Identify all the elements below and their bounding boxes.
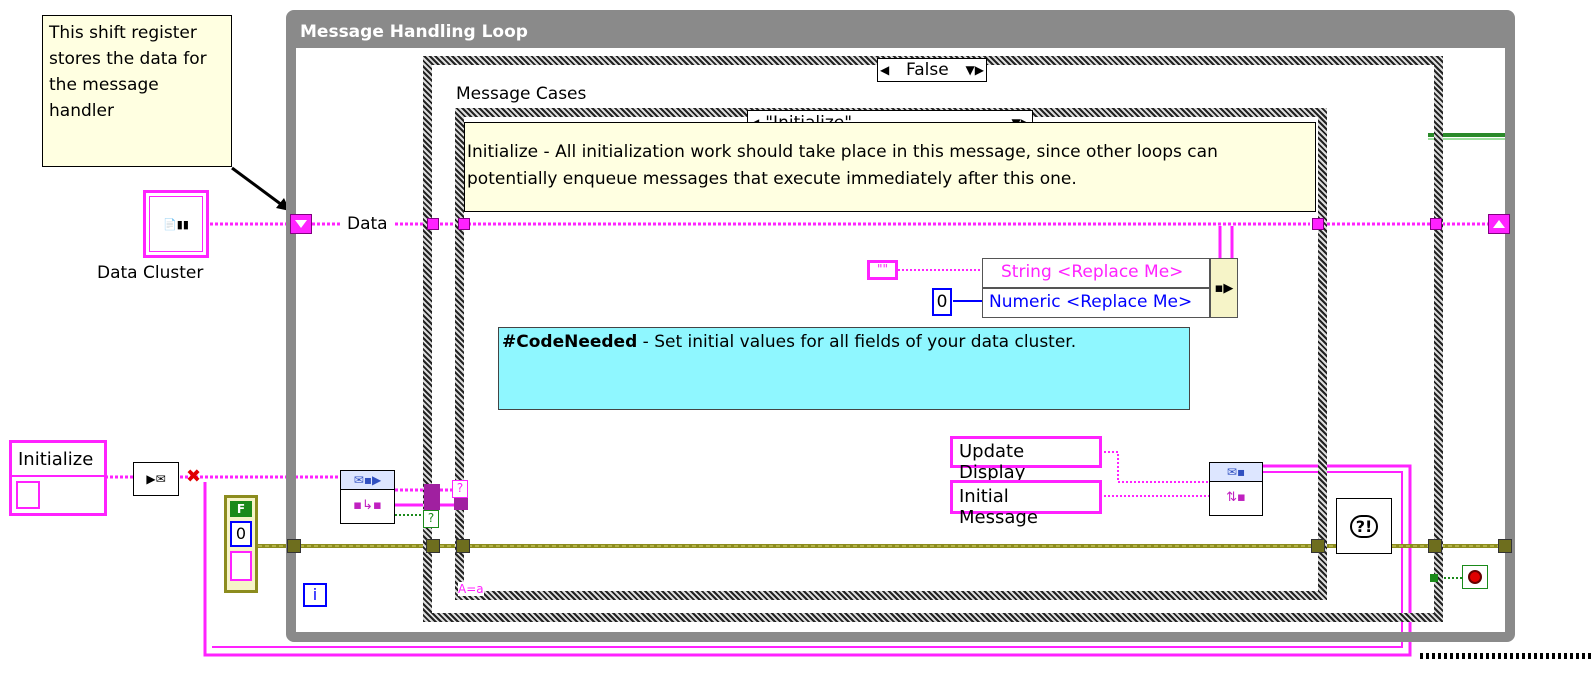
error-cluster-constant[interactable]: F 0	[224, 495, 258, 593]
clear-error-icon: ✖	[186, 466, 202, 487]
envelope-icon: ✉▪▶	[341, 471, 394, 490]
data-tunnel-outer-left	[427, 218, 439, 230]
message-tunnel	[424, 484, 440, 510]
decrement-icon[interactable]: ◀	[880, 63, 890, 77]
error-tunnel-case-right	[1428, 539, 1442, 553]
error-tunnel-case-left	[426, 539, 440, 553]
outer-case-selector[interactable]: ◀ False ▼▶	[877, 58, 987, 82]
iteration-terminal: i	[303, 583, 327, 607]
error-tunnel-inner-left	[456, 539, 470, 553]
cluster-icon: 📄▮▮	[149, 196, 203, 252]
dequeue-icon: ▪↳▪	[353, 498, 382, 513]
loop-title: Message Handling Loop	[300, 22, 528, 42]
error-tunnel-loop-right	[1498, 539, 1512, 553]
shift-register-note: This shift register stores the data for …	[42, 15, 232, 167]
message-handling-loop[interactable]	[286, 10, 1515, 642]
dequeue-message-vi[interactable]: ✉▪▶ ▪↳▪	[340, 470, 395, 524]
bundle-node[interactable]: ▪▶	[1210, 258, 1238, 318]
initialize-array-constant[interactable]: Initialize	[9, 440, 107, 516]
initialize-value: Initialize	[12, 443, 104, 477]
boolean-node	[1430, 574, 1438, 582]
data-tunnel-inner-left	[458, 218, 470, 230]
numeric-zero-constant[interactable]: 0	[932, 288, 952, 316]
code-needed-text: - Set initial values for all fields of y…	[637, 332, 1077, 352]
data-tunnel-outer-right	[1430, 218, 1442, 230]
message-cases-label: Message Cases	[456, 84, 587, 104]
data-cluster-label: Data Cluster	[97, 263, 204, 283]
error-code-constant: 0	[230, 521, 252, 547]
data-cluster-constant[interactable]: 📄▮▮	[143, 190, 209, 258]
error-source-constant	[230, 551, 252, 581]
up-arrow-icon	[1493, 220, 1505, 228]
empty-string-constant[interactable]: ""	[867, 260, 898, 280]
question-tunnel-green: ?	[423, 510, 439, 528]
initial-message-constant[interactable]: Initial Message	[950, 480, 1102, 528]
false-constant: F	[230, 501, 252, 517]
outer-case-value: False	[906, 60, 949, 80]
data-wire-label: Data	[345, 214, 390, 234]
bundle-string-field[interactable]: String <Replace Me>	[982, 258, 1210, 288]
error-tunnel-loop-left	[287, 539, 301, 553]
code-needed-tag: #CodeNeeded	[502, 332, 638, 352]
error-message-icon: ?!	[1349, 514, 1379, 538]
envelope-icon: ✉▪	[1210, 463, 1262, 482]
bundle-numeric-field[interactable]: Numeric <Replace Me>	[982, 288, 1210, 318]
stop-icon	[1468, 570, 1482, 584]
dropdown-icon[interactable]: ▼▶	[965, 63, 984, 77]
case-label-a: A=a	[458, 582, 484, 596]
enqueue-message-vi[interactable]: ✉▪ ⇅▪	[1209, 462, 1263, 516]
obtain-queue-vi[interactable]: ▶✉	[133, 462, 179, 496]
update-display-constant[interactable]: Update Display	[950, 436, 1102, 483]
queue-icon: ⇅▪	[1226, 490, 1246, 505]
error-tunnel-inner-right	[1311, 539, 1325, 553]
data-tunnel-inner-right	[1312, 218, 1324, 230]
question-tunnel-pink: ?	[452, 480, 468, 498]
shift-register-right[interactable]	[1488, 214, 1510, 234]
down-arrow-icon	[295, 220, 307, 228]
error-handler-vi[interactable]: ?!	[1336, 498, 1392, 554]
initialize-comment: Initialize - All initialization work sho…	[464, 122, 1316, 212]
code-needed-comment: #CodeNeeded - Set initial values for all…	[498, 327, 1190, 410]
initialize-index	[16, 481, 40, 509]
bundle-arrow-icon: ▪▶	[1214, 280, 1234, 296]
queue-create-icon: ▶✉	[146, 472, 166, 486]
shift-register-left[interactable]	[290, 214, 312, 234]
stop-terminal[interactable]	[1462, 565, 1488, 589]
